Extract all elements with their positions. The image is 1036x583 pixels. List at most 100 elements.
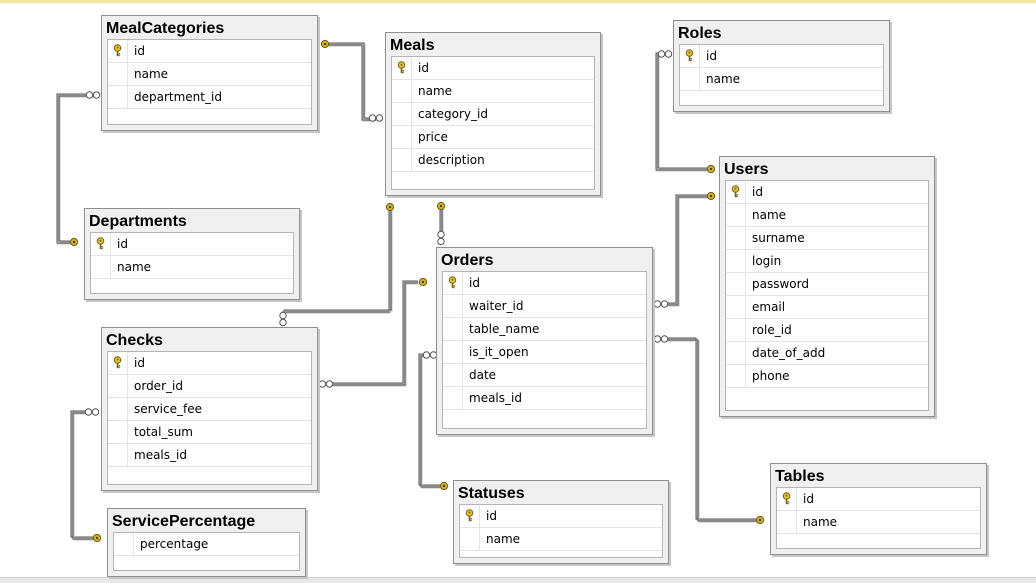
column-row[interactable]: password [726, 273, 928, 296]
row-selector [443, 272, 463, 294]
column-row[interactable]: id [392, 57, 594, 80]
relationship-orders-checks-shadow [331, 281, 419, 385]
column-row[interactable]: phone [726, 365, 928, 388]
column-row[interactable]: role_id [726, 319, 928, 342]
row-selector [392, 149, 412, 171]
column-row[interactable]: id [460, 505, 662, 528]
column-row[interactable]: email [726, 296, 928, 319]
column-row[interactable]: meals_id [108, 444, 311, 467]
row-selector [108, 352, 128, 374]
column-row[interactable]: id [108, 352, 311, 375]
relationship-departments-mealcategories-b[interactable] [58, 95, 93, 242]
relationship-mealcategories-meals-b[interactable] [326, 44, 376, 121]
column-row[interactable]: name [392, 80, 594, 103]
column-row[interactable]: meals_id [443, 387, 646, 410]
relationship-orders-tables[interactable] [665, 337, 756, 520]
relationship-checks-servicepercentage[interactable] [70, 410, 96, 538]
column-name: name [803, 515, 838, 529]
column-row[interactable]: order_id [108, 375, 311, 398]
table-title: Meals [390, 37, 435, 54]
column-name: id [134, 44, 145, 58]
row-selector [726, 204, 746, 226]
column-name: meals_id [134, 448, 187, 462]
relationship-users-orders-b[interactable] [665, 196, 709, 306]
column-row[interactable]: id [726, 181, 928, 204]
row-selector [460, 528, 480, 550]
many-end-symbol [422, 351, 438, 359]
column-name: surname [752, 231, 805, 245]
relationship-orders-tables-b[interactable] [665, 339, 756, 522]
column-row[interactable]: price [392, 126, 594, 149]
column-name: id [134, 356, 145, 370]
relationship-users-orders-shadow [666, 195, 710, 305]
column-row[interactable]: category_id [392, 103, 594, 126]
table-statuses[interactable]: Statuses id name [453, 480, 669, 564]
table-roles[interactable]: Roles id name [673, 20, 890, 112]
column-row[interactable]: surname [726, 227, 928, 250]
relationship-departments-mealcategories-shadow [57, 94, 94, 245]
column-row[interactable]: name [108, 63, 311, 86]
row-selector [108, 86, 128, 108]
column-row[interactable]: date_of_add [726, 342, 928, 365]
column-row[interactable]: name [726, 204, 928, 227]
relationship-checks-servicepercentage-shadow [71, 411, 97, 539]
column-row[interactable]: percentage [114, 533, 299, 556]
column-row[interactable]: name [777, 511, 980, 534]
relationship-checks-servicepercentage-b[interactable] [72, 412, 96, 540]
table-title: Statuses [458, 485, 525, 502]
column-row[interactable]: is_it_open [443, 341, 646, 364]
column-row[interactable]: total_sum [108, 421, 311, 444]
row-selector [114, 533, 134, 555]
row-selector [108, 444, 128, 466]
horizontal-scrollbar[interactable] [0, 577, 1036, 583]
column-name: id [803, 492, 814, 506]
relationship-users-orders[interactable] [665, 194, 709, 304]
column-row[interactable]: id [91, 233, 293, 256]
column-row[interactable]: date [443, 364, 646, 387]
row-selector [777, 511, 797, 533]
column-row[interactable]: id [680, 45, 883, 68]
column-row[interactable]: name [460, 528, 662, 551]
relationship-orders-statuses[interactable] [418, 353, 440, 486]
column-name: date_of_add [752, 346, 826, 360]
column-list: percentage [113, 532, 300, 571]
relationship-meals-checks-b[interactable] [283, 207, 392, 318]
column-name: id [469, 276, 480, 290]
column-row[interactable]: name [680, 68, 883, 91]
column-name: total_sum [134, 425, 193, 439]
column-row[interactable]: login [726, 250, 928, 273]
column-row[interactable]: id [443, 272, 646, 295]
many-end-symbol [279, 311, 287, 327]
column-row[interactable]: name [91, 256, 293, 279]
column-row[interactable]: description [392, 149, 594, 172]
column-row[interactable]: service_fee [108, 398, 311, 421]
column-row[interactable]: waiter_id [443, 295, 646, 318]
row-selector [460, 505, 480, 527]
relationship-departments-mealcategories[interactable] [56, 93, 93, 244]
many-end-symbol [84, 408, 100, 416]
relationship-orders-checks[interactable] [330, 280, 418, 384]
relationship-mealcategories-meals[interactable] [326, 42, 376, 119]
column-row[interactable]: id [777, 488, 980, 511]
column-row[interactable]: id [108, 40, 311, 63]
many-end-symbol [318, 380, 334, 388]
column-name: name [486, 532, 521, 546]
relationship-orders-checks-b[interactable] [330, 282, 418, 386]
column-row[interactable]: department_id [108, 86, 311, 109]
row-selector [726, 365, 746, 387]
column-row[interactable]: table_name [443, 318, 646, 341]
table-servicepercentage[interactable]: ServicePercentage percentage [107, 508, 306, 577]
table-title: Roles [678, 25, 722, 42]
column-name: id [706, 49, 717, 63]
column-name: is_it_open [469, 345, 529, 359]
relationship-orders-tables-b-shadow [666, 340, 757, 523]
